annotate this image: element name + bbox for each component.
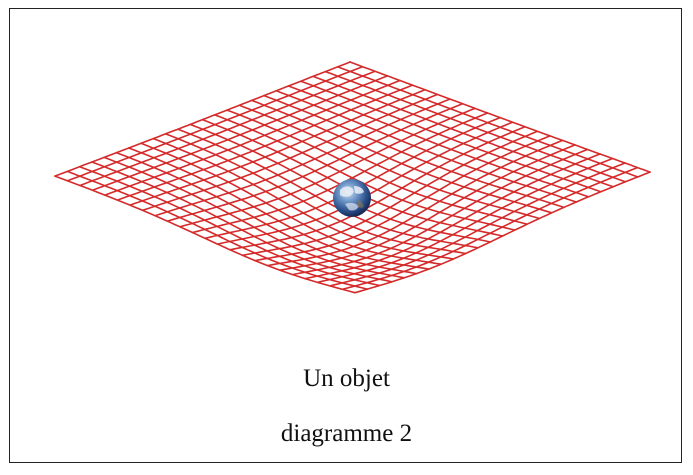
grid-line [312, 75, 614, 188]
warped-grid-diagram [54, 61, 651, 294]
grid-line [103, 156, 405, 279]
grid-lines [54, 61, 651, 294]
grid-line [329, 162, 626, 287]
earth-globe-icon [333, 179, 371, 217]
grid-line [66, 170, 369, 290]
grid-line [316, 157, 614, 284]
grid-line [241, 130, 539, 257]
grid-line [324, 70, 627, 183]
caption-diagram-number: diagramme 2 [280, 420, 413, 447]
grid-line [91, 161, 393, 283]
caption-object: Un objet [303, 365, 390, 392]
figure-frame [9, 8, 682, 463]
grid-line [54, 175, 356, 294]
spacetime-grid-illustration [54, 61, 651, 294]
grid-line [341, 166, 639, 291]
grid-line [263, 94, 565, 209]
grid-line [104, 79, 401, 196]
grid-line [78, 165, 381, 287]
grid-line [191, 112, 489, 234]
grid-line [354, 171, 651, 294]
